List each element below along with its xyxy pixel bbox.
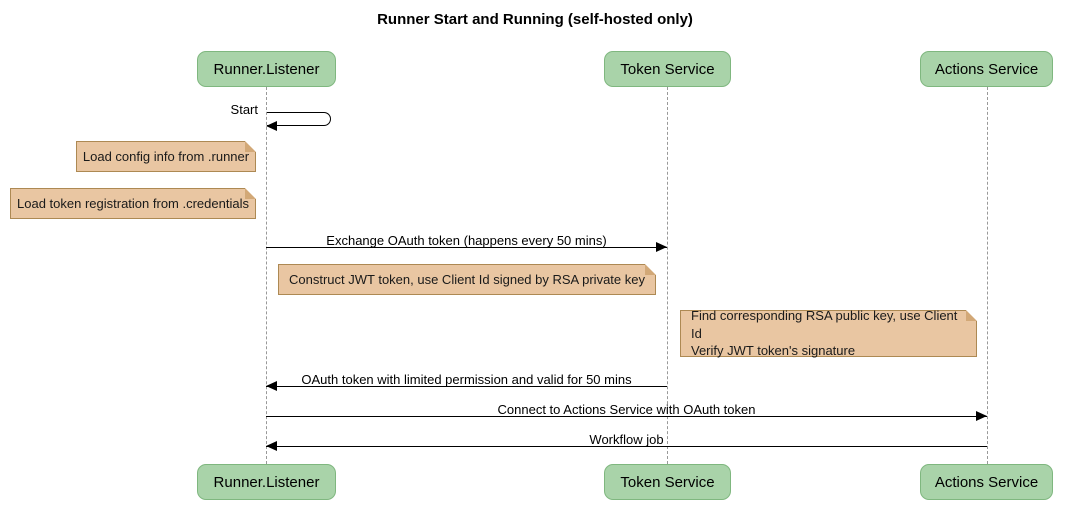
note-load-token-registration: Load token registration from .credential…: [10, 188, 256, 219]
arrowhead-left-icon: [266, 441, 277, 451]
participant-token-service-bottom: Token Service: [604, 464, 731, 500]
participant-runner-listener-bottom: Runner.Listener: [197, 464, 336, 500]
participant-label: Actions Service: [934, 473, 1039, 491]
message-connect-actions-line: [266, 416, 987, 417]
note-verify-jwt: Find corresponding RSA public key, use C…: [680, 308, 977, 359]
message-oauth-token-line: [266, 386, 667, 387]
lifeline-token-service: [667, 87, 668, 464]
participant-runner-listener-top: Runner.Listener: [197, 51, 336, 87]
participant-token-service-top: Token Service: [604, 51, 731, 87]
arrowhead-right-icon: [656, 242, 667, 252]
participant-label: Token Service: [620, 60, 715, 78]
message-oauth-token-label: OAuth token with limited permission and …: [301, 372, 632, 387]
message-connect-actions-label: Connect to Actions Service with OAuth to…: [497, 402, 756, 417]
message-workflow-job-line: [266, 446, 987, 447]
participant-actions-service-bottom: Actions Service: [920, 464, 1053, 500]
lifeline-runner-listener: [266, 87, 267, 464]
note-text-line-2: Verify JWT token's signature: [691, 343, 856, 359]
participant-label: Actions Service: [934, 60, 1039, 78]
participant-label: Runner.Listener: [213, 60, 320, 78]
self-message-loop: [267, 112, 331, 126]
note-text: Load token registration from .credential…: [17, 195, 249, 211]
note-construct-jwt: Construct JWT token, use Client Id signe…: [278, 264, 656, 295]
note-text-line-1: Find corresponding RSA public key, use C…: [691, 308, 958, 341]
lifeline-actions-service: [987, 87, 988, 464]
arrowhead-right-icon: [976, 411, 987, 421]
message-start-label: Start: [230, 102, 258, 117]
note-text: Load config info from .runner: [82, 148, 250, 164]
participant-actions-service-top: Actions Service: [920, 51, 1053, 87]
participant-label: Runner.Listener: [213, 473, 320, 491]
message-workflow-job-label: Workflow job: [589, 432, 664, 447]
diagram-title: Runner Start and Running (self-hosted on…: [377, 11, 693, 28]
participant-label: Token Service: [620, 473, 715, 491]
message-exchange-oauth-label: Exchange OAuth token (happens every 50 m…: [326, 233, 607, 248]
note-text: Construct JWT token, use Client Id signe…: [289, 271, 645, 287]
arrowhead-left-icon: [266, 381, 277, 391]
arrowhead-left-icon: [266, 121, 277, 131]
note-load-config: Load config info from .runner: [76, 141, 256, 172]
message-exchange-oauth-line: [266, 247, 667, 248]
